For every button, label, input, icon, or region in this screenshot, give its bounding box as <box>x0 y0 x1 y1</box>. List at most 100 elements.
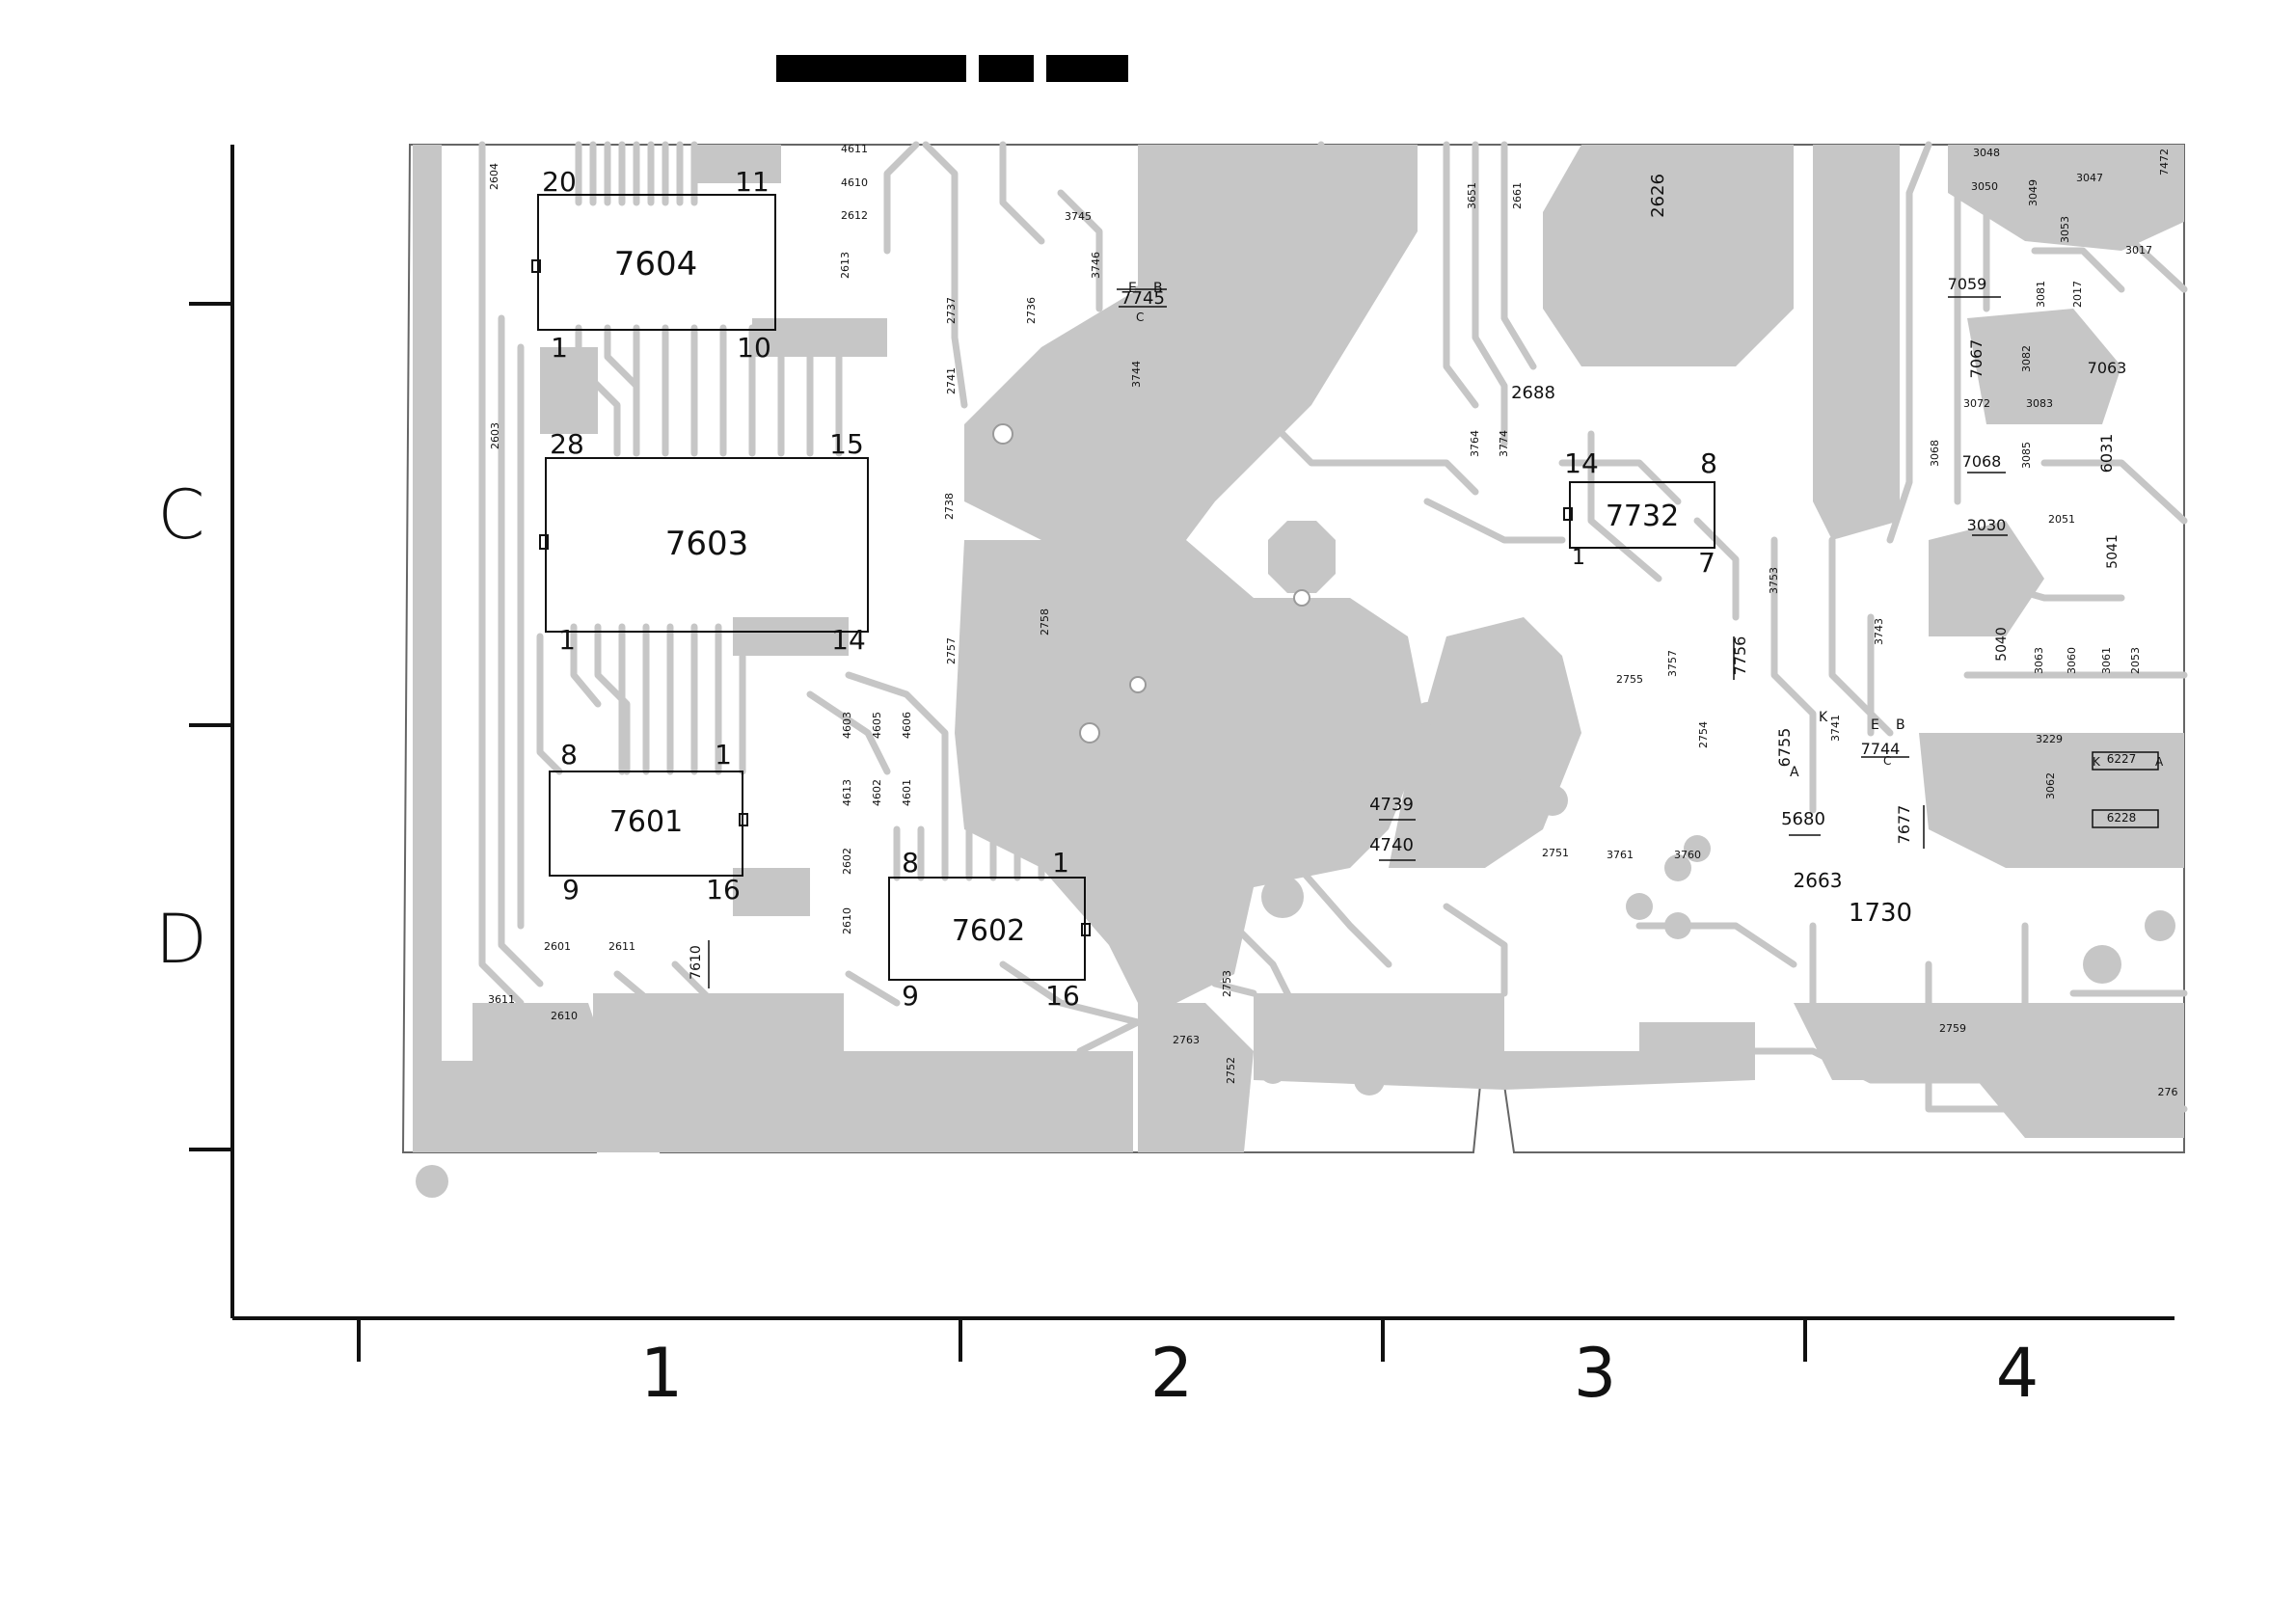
smd-4606: 4606 <box>901 712 913 739</box>
svg-text:2604: 2604 <box>488 163 500 190</box>
smd-2603: 2603 <box>489 422 501 449</box>
ic-7601-pin-9: 9 <box>562 874 580 906</box>
svg-text:2610: 2610 <box>841 907 853 934</box>
smd-3745: 3745 <box>1065 210 1092 223</box>
smd-3083: 3083 <box>2026 397 2053 410</box>
smd-2612: 2612 <box>841 209 868 222</box>
smd-3062: 3062 <box>2044 772 2057 799</box>
label-7059: 7059 <box>1948 275 1987 293</box>
svg-text:B: B <box>1896 717 1905 733</box>
smd-4603: 4603 <box>841 712 853 739</box>
svg-text:3047: 3047 <box>2076 172 2103 184</box>
smd-3741: 3741 <box>1829 715 1842 742</box>
smd-outlines <box>708 288 2159 988</box>
smd-2604: 2604 <box>488 163 500 190</box>
copper-layer <box>413 145 2184 1152</box>
label-4739: 4739 <box>1369 795 1414 815</box>
label-3030: 3030 <box>1967 516 2007 534</box>
svg-text:2053: 2053 <box>2129 647 2142 674</box>
smd-3651: 3651 <box>1466 182 1478 209</box>
svg-text:3743: 3743 <box>1873 618 1885 645</box>
svg-text:3083: 3083 <box>2026 397 2053 410</box>
smd-3757: 3757 <box>1666 650 1679 677</box>
column-label-1: 1 <box>640 1334 684 1413</box>
svg-text:3061: 3061 <box>2100 647 2113 674</box>
svg-text:4613: 4613 <box>841 779 853 806</box>
svg-text:K: K <box>1819 710 1828 725</box>
smd-2751: 2751 <box>1542 847 1569 859</box>
svg-text:3746: 3746 <box>1090 252 1102 279</box>
svg-text:4601: 4601 <box>901 779 913 806</box>
svg-text:3049: 3049 <box>2027 179 2039 206</box>
svg-text:2737: 2737 <box>945 297 958 324</box>
svg-text:4611: 4611 <box>841 143 868 155</box>
svg-text:2757: 2757 <box>945 637 958 664</box>
ic-7602-pin-8: 8 <box>902 847 919 879</box>
smd-2753: 2753 <box>1221 970 1233 997</box>
label-2688: 2688 <box>1511 383 1555 403</box>
svg-text:2051: 2051 <box>2048 513 2075 526</box>
smd-3060: 3060 <box>2066 647 2078 674</box>
svg-text:3068: 3068 <box>1929 440 1941 467</box>
svg-text:3062: 3062 <box>2044 772 2057 799</box>
white-holes <box>992 423 1310 744</box>
svg-text:2758: 2758 <box>1039 609 1051 636</box>
label-5041: 5041 <box>2105 534 2120 569</box>
ic-7732-pin-14: 14 <box>1564 447 1599 479</box>
smd-3017: 3017 <box>2125 244 2152 257</box>
smd-3053: 3053 <box>2059 216 2071 243</box>
svg-text:3611: 3611 <box>488 993 515 1006</box>
ic-7601-pin-8: 8 <box>560 739 578 771</box>
svg-text:3017: 3017 <box>2125 244 2152 257</box>
smd-3085: 3085 <box>2020 442 2033 469</box>
label-7063: 7063 <box>2088 359 2127 377</box>
label-1730: 1730 <box>1849 899 1912 928</box>
smd-2602: 2602 <box>841 848 853 875</box>
smd-2752: 2752 <box>1225 1057 1237 1084</box>
ic-7604-pin-1: 1 <box>551 332 568 364</box>
svg-text:2741: 2741 <box>945 367 958 394</box>
column-label-4: 4 <box>1996 1334 2039 1413</box>
component-labels-rotated: 2626 7610 7756 6755 7677 7067 6031 5041 … <box>689 174 2120 980</box>
column-label-3: 3 <box>1574 1334 1617 1413</box>
svg-text:E: E <box>1128 281 1137 296</box>
svg-text:3229: 3229 <box>2036 733 2063 745</box>
smd-2763: 2763 <box>1173 1034 1200 1046</box>
ic-7604-pin-20: 20 <box>542 166 577 198</box>
svg-text:2738: 2738 <box>943 493 956 520</box>
smd-2738: 2738 <box>943 493 956 520</box>
ic-7601-label: 7601 <box>609 805 683 839</box>
svg-text:4610: 4610 <box>841 176 868 189</box>
svg-text:4603: 4603 <box>841 712 853 739</box>
svg-text:3060: 3060 <box>2066 647 2078 674</box>
smd-3764: 3764 <box>1469 430 1481 457</box>
smd-3611: 3611 <box>488 993 515 1006</box>
label-6755: 6755 <box>1775 728 1794 768</box>
row-label-c: C <box>158 475 205 555</box>
pin-letters: K A K A E B C E B C <box>1128 281 2164 780</box>
smd-2053: 2053 <box>2129 647 2142 674</box>
smd-4605: 4605 <box>871 712 883 739</box>
smd-2754: 2754 <box>1697 721 1710 748</box>
svg-text:3053: 3053 <box>2059 216 2071 243</box>
svg-text:2752: 2752 <box>1225 1057 1237 1084</box>
svg-text:3757: 3757 <box>1666 650 1679 677</box>
label-4740: 4740 <box>1369 835 1414 855</box>
ic-7732-pin-8: 8 <box>1700 447 1717 479</box>
svg-text:2753: 2753 <box>1221 970 1233 997</box>
svg-text:2751: 2751 <box>1542 847 1569 859</box>
header-block-1 <box>776 55 966 82</box>
ic-outlines <box>531 194 1715 981</box>
smd-2613: 2613 <box>839 252 851 279</box>
svg-text:3764: 3764 <box>1469 430 1481 457</box>
label-7610: 7610 <box>689 945 704 980</box>
smd-3229: 3229 <box>2036 733 2063 745</box>
smd-7472: 7472 <box>2158 149 2171 176</box>
svg-text:K: K <box>2093 755 2101 769</box>
svg-text:2755: 2755 <box>1616 673 1643 686</box>
smd-3050: 3050 <box>1971 180 1998 193</box>
smd-4610: 4610 <box>841 176 868 189</box>
smd-3082: 3082 <box>2020 345 2033 372</box>
smd-2610b: 2610 <box>841 907 853 934</box>
svg-text:2603: 2603 <box>489 422 501 449</box>
